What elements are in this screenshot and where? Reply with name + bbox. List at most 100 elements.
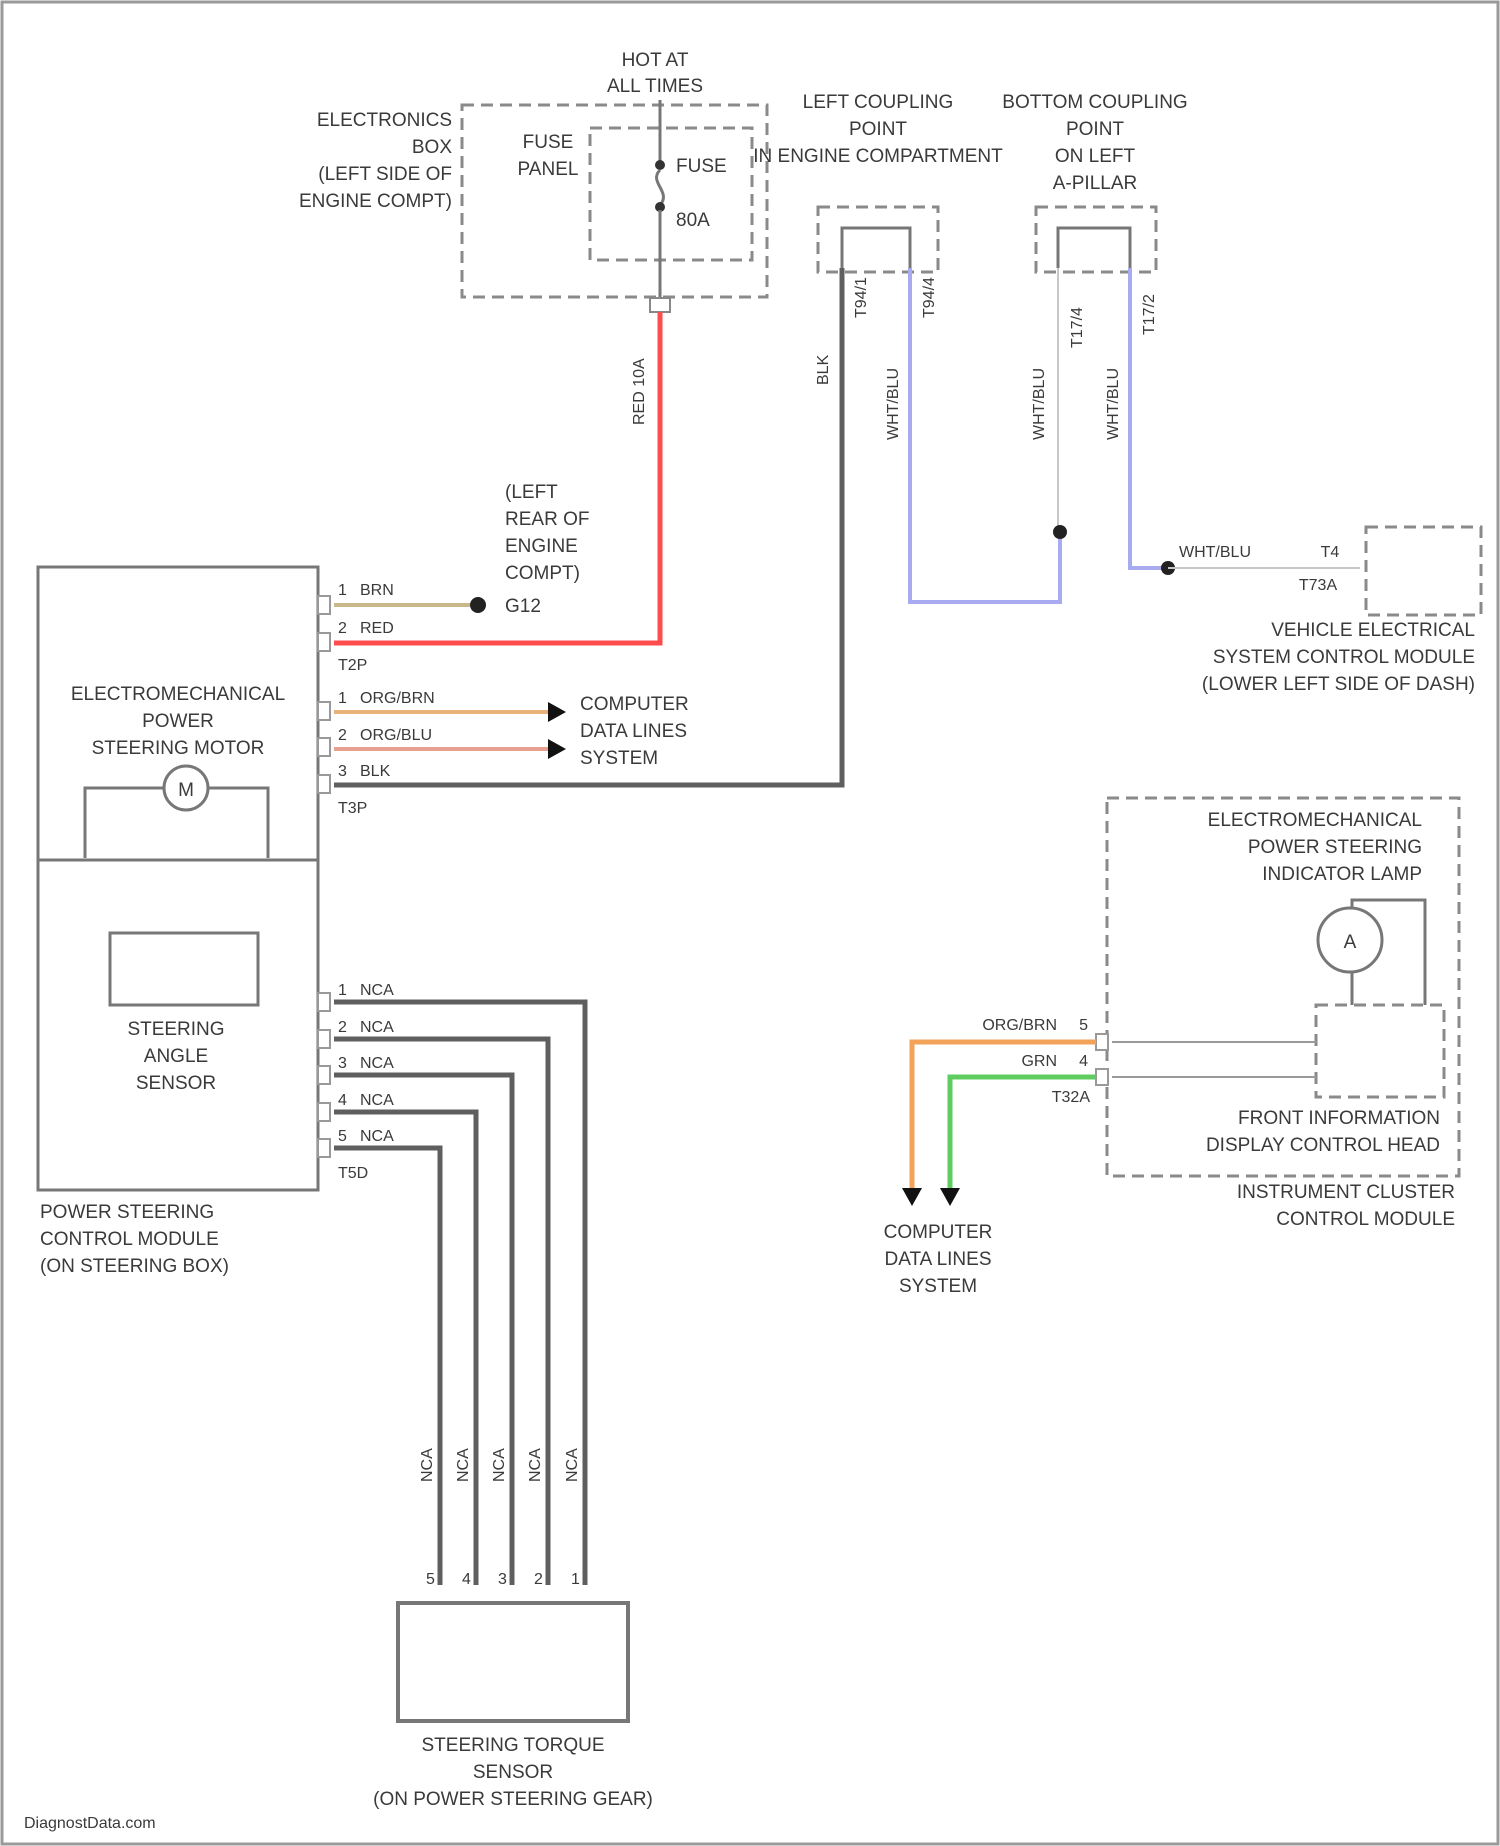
pillar-coupling-label-3: ON LEFT	[1055, 146, 1136, 167]
ground-label-3: ENGINE	[505, 536, 578, 557]
fuse-box-label-3: (LEFT SIDE OF	[318, 164, 452, 185]
cluster-wire-1-pin: 5	[1079, 1017, 1088, 1034]
torque-pin-3: 3	[498, 1571, 507, 1588]
conn3-pin5-num: 5	[338, 1128, 347, 1145]
data-lines-label-right: COMPUTER DATA LINES SYSTEM	[884, 1222, 993, 1297]
torque-wire-label-1: NCA	[419, 1448, 436, 1482]
lamp-label-2: POWER STEERING	[1248, 837, 1422, 858]
conn1-pin2-wire: RED	[360, 620, 394, 637]
ground-label-2: REAR OF	[505, 509, 589, 530]
conn3-pin2-wire: NCA	[360, 1019, 394, 1036]
cluster-connector: T32A	[1052, 1089, 1091, 1106]
vesm-pin: T4	[1321, 544, 1340, 561]
head-label-1: FRONT INFORMATION	[1238, 1108, 1440, 1129]
pin-socket	[318, 1139, 330, 1157]
motor-label-2: POWER	[142, 711, 214, 732]
pin-socket	[318, 702, 330, 720]
data-lines-label-1: COMPUTER	[580, 694, 689, 715]
pin-socket	[318, 633, 330, 651]
conn2-pin1-wire: ORG/BRN	[360, 690, 435, 707]
pin-socket	[318, 738, 330, 756]
conn3-pin1-wire: NCA	[360, 982, 394, 999]
pin-socket	[318, 1066, 330, 1084]
cluster-wire-1-label: ORG/BRN	[982, 1017, 1057, 1034]
cluster-label-1: INSTRUMENT CLUSTER	[1237, 1182, 1455, 1203]
pillar-coupling-wire-2: WHT/BLU	[1105, 368, 1122, 440]
pillar-coupling-label-1: BOTTOM COUPLING	[1002, 92, 1187, 113]
fuse-panel-label-2: PANEL	[518, 159, 579, 180]
watermark: DiagnostData.com	[24, 1815, 156, 1832]
torque-wire-label-2: NCA	[455, 1448, 472, 1482]
vesm-wire-label: WHT/BLU	[1179, 544, 1251, 561]
vesm-connector: T73A	[1299, 577, 1338, 594]
supply-label-1: HOT AT	[622, 50, 689, 71]
conn2-name: T3P	[338, 800, 367, 817]
fuse-rating: 80A	[676, 210, 710, 231]
fuse-box-label-2: BOX	[412, 137, 452, 158]
motor-label-1: ELECTROMECHANICAL	[71, 684, 285, 705]
module-label-3: (ON STEERING BOX)	[40, 1256, 229, 1277]
pin-socket	[1096, 1069, 1108, 1085]
lamp-label-3: INDICATOR LAMP	[1262, 864, 1422, 885]
ground-id: G12	[505, 596, 541, 617]
pillar-coupling-label-2: POINT	[1066, 119, 1124, 140]
pin-socket	[1096, 1034, 1108, 1050]
conn1-pin1-wire: BRN	[360, 582, 394, 599]
conn2-pin1-num: 1	[338, 690, 347, 707]
conn2-pin3-num: 3	[338, 763, 347, 780]
torque-label-1: STEERING TORQUE	[422, 1735, 605, 1756]
fuse-box-label-4: ENGINE COMPT)	[299, 191, 452, 212]
fuse-panel-label-1: FUSE	[523, 132, 574, 153]
pin-socket	[318, 596, 330, 614]
engine-coupling-pin-2: T94/4	[921, 277, 938, 318]
data-lines-label-r1: COMPUTER	[884, 1222, 993, 1243]
conn2-pin2-num: 2	[338, 727, 347, 744]
ground-point	[470, 597, 486, 613]
lamp-symbol: A	[1344, 932, 1357, 953]
lamp-label-1: ELECTROMECHANICAL	[1208, 810, 1422, 831]
conn3-pin4-wire: NCA	[360, 1092, 394, 1109]
fuse-connector	[650, 298, 670, 312]
vesm-label-1: VEHICLE ELECTRICAL	[1271, 620, 1475, 641]
data-lines-label-2: DATA LINES	[580, 721, 687, 742]
vesm-label-3: (LOWER LEFT SIDE OF DASH)	[1202, 674, 1475, 695]
engine-coupling-label-3: IN ENGINE COMPARTMENT	[753, 146, 1003, 167]
torque-pin-4: 2	[534, 1571, 543, 1588]
engine-coupling-wire-2: WHT/BLU	[885, 368, 902, 440]
pillar-coupling-wire-1: WHT/BLU	[1031, 368, 1048, 440]
conn1-pin1-num: 1	[338, 582, 347, 599]
supply-label-2: ALL TIMES	[607, 76, 703, 97]
data-lines-label-r2: DATA LINES	[885, 1249, 992, 1270]
fuse-terminal-top	[655, 160, 665, 170]
vesm-label-2: SYSTEM CONTROL MODULE	[1213, 647, 1475, 668]
pin-socket	[318, 993, 330, 1011]
conn3-pin2-num: 2	[338, 1019, 347, 1036]
pillar-coupling-pin-2: T17/2	[1141, 294, 1158, 335]
data-lines-label-r3: SYSTEM	[899, 1276, 977, 1297]
conn3-name: T5D	[338, 1165, 368, 1182]
motor-label-3: STEERING MOTOR	[92, 738, 265, 759]
conn3-pin4-num: 4	[338, 1092, 347, 1109]
conn3-pin5-wire: NCA	[360, 1128, 394, 1145]
conn1-name: T2P	[338, 657, 367, 674]
cluster-label-2: CONTROL MODULE	[1276, 1209, 1455, 1230]
conn3-pin3-num: 3	[338, 1055, 347, 1072]
conn3-pin1-num: 1	[338, 982, 347, 999]
motor-symbol-letter: M	[178, 780, 194, 801]
engine-coupling-pin-1: T94/1	[853, 277, 870, 318]
conn1-pin2-num: 2	[338, 620, 347, 637]
torque-pin-5: 1	[571, 1571, 580, 1588]
splice-dot	[1053, 525, 1067, 539]
sensor-label-1: STEERING	[127, 1019, 224, 1040]
ground-label-1: (LEFT	[505, 482, 558, 503]
cluster-wire-2-pin: 4	[1079, 1053, 1088, 1070]
pin-socket	[318, 1030, 330, 1048]
torque-pin-2: 4	[462, 1571, 471, 1588]
engine-coupling-wire-1: BLK	[815, 354, 832, 385]
pillar-coupling-label-4: A-PILLAR	[1053, 173, 1137, 194]
torque-wire-label-5: NCA	[564, 1448, 581, 1482]
pin-socket	[318, 775, 330, 793]
engine-coupling-label-2: POINT	[849, 119, 907, 140]
